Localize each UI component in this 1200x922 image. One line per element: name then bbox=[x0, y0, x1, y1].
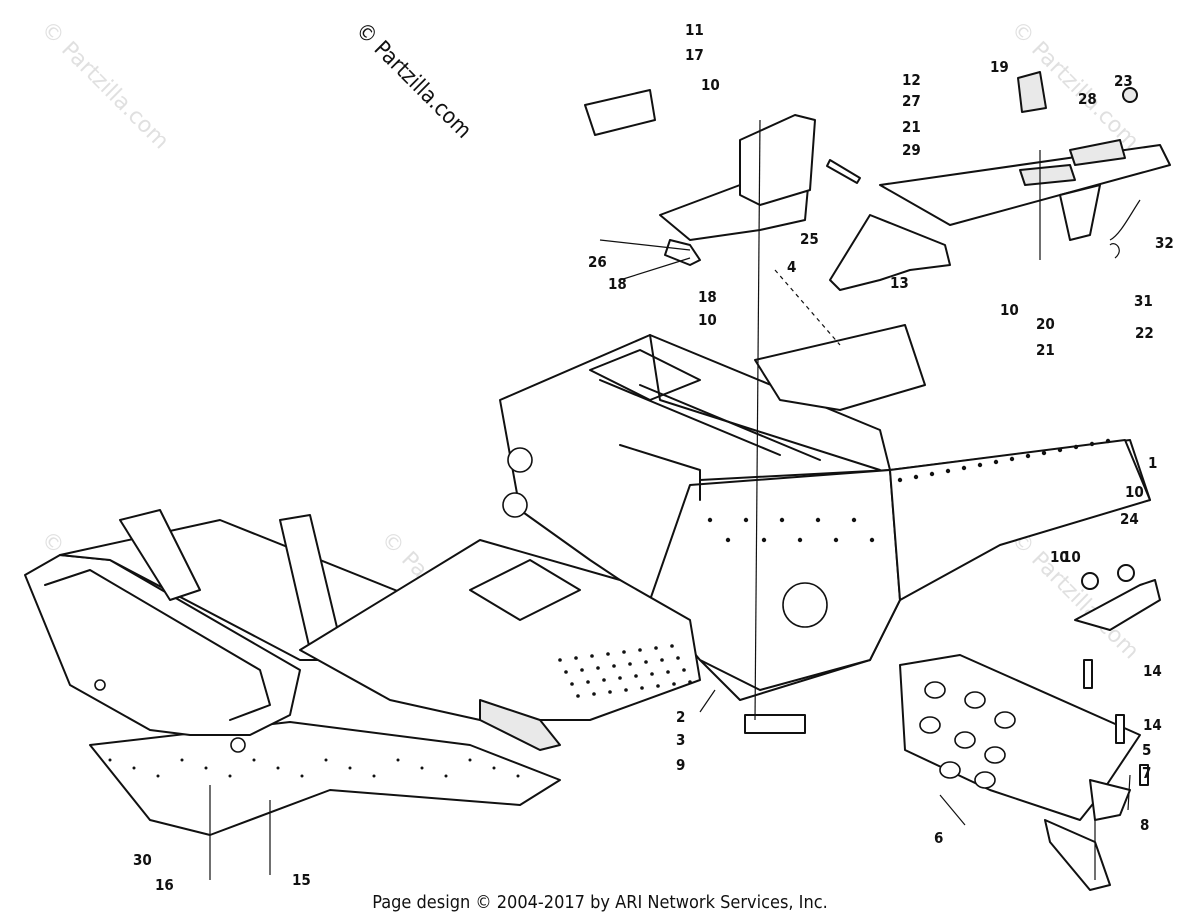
callout-25: 25 bbox=[800, 230, 819, 248]
callout-5: 5 bbox=[1142, 741, 1151, 759]
callout-11: 11 bbox=[685, 21, 704, 39]
part-decal-28 bbox=[1069, 139, 1126, 166]
part-footrest-plate bbox=[899, 654, 1141, 821]
callout-10: 10 bbox=[1062, 548, 1081, 566]
callout-1: 1 bbox=[1148, 454, 1157, 472]
callout-19: 19 bbox=[990, 58, 1009, 76]
part-foot-strap bbox=[1044, 819, 1111, 891]
callout-8: 8 bbox=[1140, 816, 1149, 834]
callout-10: 10 bbox=[698, 311, 717, 329]
callout-32: 32 bbox=[1155, 234, 1174, 252]
callout-28: 28 bbox=[1078, 90, 1097, 108]
callout-27: 27 bbox=[902, 92, 921, 110]
part-step-handle bbox=[1074, 579, 1161, 631]
callout-22: 22 bbox=[1135, 324, 1154, 342]
callout-14: 14 bbox=[1143, 662, 1162, 680]
callout-24: 24 bbox=[1120, 510, 1139, 528]
part-spindle-tube bbox=[479, 699, 561, 751]
callout-13: 13 bbox=[890, 274, 909, 292]
callout-2: 2 bbox=[676, 708, 685, 726]
callout-14: 14 bbox=[1143, 716, 1162, 734]
callout-21: 21 bbox=[1036, 341, 1055, 359]
part-side-plate-11 bbox=[584, 89, 656, 136]
part-tunnel-rear-extension bbox=[889, 439, 1151, 601]
callout-29: 29 bbox=[902, 141, 921, 159]
callout-26: 26 bbox=[588, 253, 607, 271]
callout-23: 23 bbox=[1114, 72, 1133, 90]
part-bolt-12 bbox=[826, 159, 861, 184]
part-rear-tunnel-piece bbox=[754, 324, 926, 411]
callout-9: 9 bbox=[676, 756, 685, 774]
callout-18: 18 bbox=[698, 288, 717, 306]
callout-6: 6 bbox=[934, 829, 943, 847]
footer-text: Page design © 2004-2017 by ARI Network S… bbox=[372, 892, 828, 913]
callout-4: 4 bbox=[787, 258, 796, 276]
part-handle-29 bbox=[1059, 184, 1101, 241]
watermark-text: © Partzilla.com bbox=[36, 17, 174, 155]
callout-12: 12 bbox=[902, 71, 921, 89]
part-steering-arm bbox=[664, 239, 701, 266]
callout-10: 10 bbox=[701, 76, 720, 94]
part-spindle-mount-left bbox=[119, 509, 201, 601]
callout-15: 15 bbox=[292, 871, 311, 889]
callout-16: 16 bbox=[155, 876, 174, 894]
part-clip-19 bbox=[1017, 71, 1047, 113]
callout-17: 17 bbox=[685, 46, 704, 64]
part-side-bracket-13 bbox=[829, 214, 951, 291]
callout-30: 30 bbox=[133, 851, 152, 869]
callout-3: 3 bbox=[676, 731, 685, 749]
part-cap-23 bbox=[1122, 87, 1138, 103]
callout-18: 18 bbox=[608, 275, 627, 293]
callout-20: 20 bbox=[1036, 315, 1055, 333]
callout-31: 31 bbox=[1134, 292, 1153, 310]
part-decal-27 bbox=[1019, 164, 1076, 186]
part-skid-plate bbox=[89, 721, 561, 836]
callout-10: 10 bbox=[1125, 483, 1144, 501]
part-front-belly bbox=[299, 539, 701, 721]
callout-10: 10 bbox=[1000, 301, 1019, 319]
callout-10: 10 bbox=[1050, 548, 1069, 566]
part-steering-mount bbox=[739, 114, 816, 206]
part-footrest-brace bbox=[1089, 779, 1131, 821]
callout-21: 21 bbox=[902, 118, 921, 136]
callout-7: 7 bbox=[1142, 764, 1151, 782]
